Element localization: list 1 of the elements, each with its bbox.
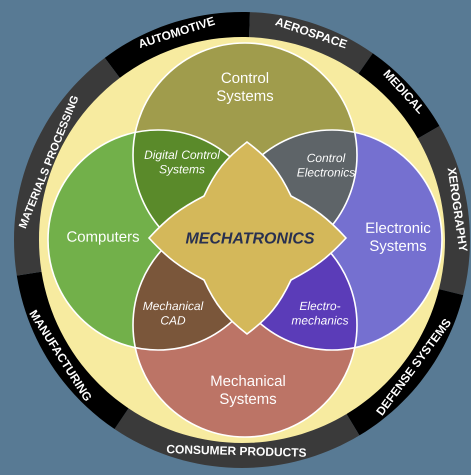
ring-segment: CONSUMER PRODUCTS xyxy=(114,408,360,468)
